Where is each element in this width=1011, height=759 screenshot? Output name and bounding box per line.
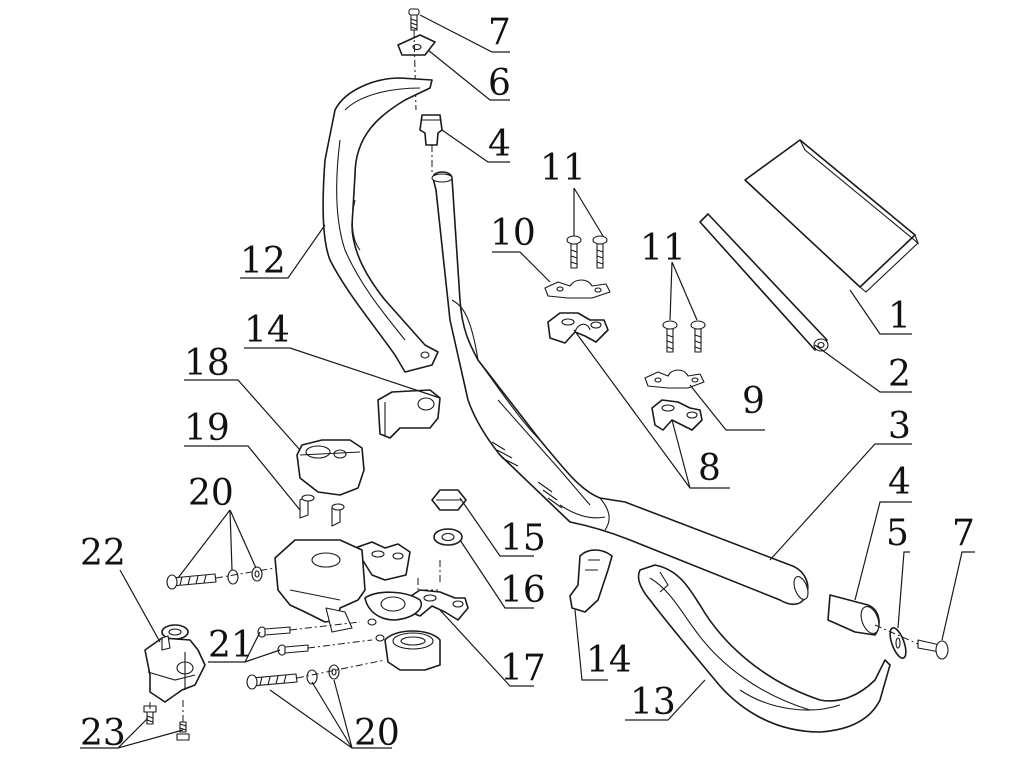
riser-bolts (257, 618, 385, 656)
callout-13: 13 (630, 682, 676, 723)
callout-4-top: 4 (488, 124, 511, 165)
clamp-plate-right (644, 369, 705, 389)
callout-12: 12 (240, 241, 286, 282)
callout-23: 23 (80, 713, 126, 754)
callout-8: 8 (698, 448, 721, 489)
bar-end-plug-right (827, 594, 880, 636)
callout-9: 9 (742, 381, 765, 422)
perch-screws (143, 700, 190, 741)
handguard-bracket-left (377, 389, 441, 439)
handlebar-crossbar (699, 213, 829, 352)
callout-7-top: 7 (488, 12, 511, 53)
bolt-washer-set-upper (166, 566, 276, 590)
handguard-mount-plate (397, 34, 436, 56)
callout-20-lower: 20 (354, 713, 400, 754)
cap-nut (431, 489, 467, 511)
callout-10: 10 (490, 213, 536, 254)
callout-2: 2 (888, 354, 911, 395)
lower-triple-clamp (354, 541, 469, 671)
clutch-lever-perch (144, 624, 206, 703)
bolt-washer-set-lower (246, 659, 386, 690)
screw-top (408, 8, 420, 111)
callout-5: 5 (886, 513, 909, 554)
callout-16: 16 (500, 570, 546, 611)
callout-19: 19 (184, 408, 230, 449)
cover-screws (299, 494, 345, 527)
callout-15: 15 (500, 518, 546, 559)
screw-right (874, 624, 949, 660)
upper-clamp-right (651, 399, 703, 431)
callout-20-upper: 20 (188, 473, 234, 514)
callout-4-right: 4 (888, 462, 911, 503)
callout-7-right: 7 (952, 513, 975, 554)
callout-14-left: 14 (244, 310, 290, 351)
callout-3: 3 (888, 406, 911, 447)
handlebar (431, 171, 809, 606)
handlebar-pad (744, 139, 920, 293)
callout-11-left: 11 (540, 148, 586, 189)
handguard-left (322, 77, 439, 373)
riser-cover (296, 439, 365, 496)
leader-lines (80, 14, 975, 749)
callout-21: 21 (208, 625, 254, 666)
callout-1: 1 (888, 296, 911, 337)
bar-end-plug-top (419, 114, 443, 175)
callout-22: 22 (80, 533, 126, 574)
clamp-bolts-right (662, 320, 706, 353)
handguard-bracket-right (569, 549, 613, 613)
callout-numbers: 7 6 4 11 10 12 11 1 14 18 2 9 3 19 8 4 2… (80, 12, 975, 754)
callout-6: 6 (488, 63, 511, 104)
clamp-bolts-left (566, 235, 608, 269)
callout-11-right: 11 (640, 228, 686, 269)
callout-14-right: 14 (586, 640, 632, 681)
callout-18: 18 (184, 343, 230, 384)
spring-washer (433, 528, 463, 546)
clamp-plate-left (544, 279, 611, 299)
handlebar-riser-block (274, 539, 366, 633)
handguard-right (637, 564, 891, 733)
callout-17: 17 (500, 648, 546, 689)
upper-clamp-left (547, 312, 609, 344)
washer (889, 627, 907, 659)
